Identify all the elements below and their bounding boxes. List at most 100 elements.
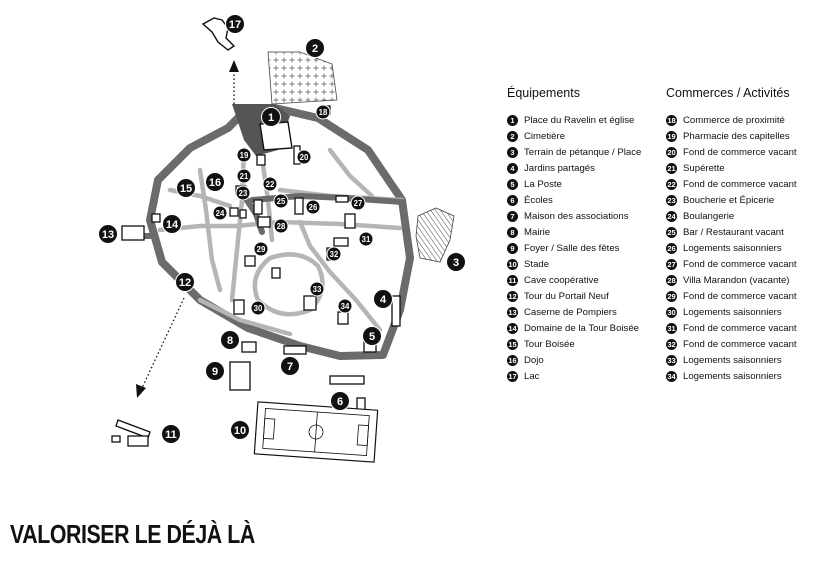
map-marker-1: 1 <box>261 107 281 127</box>
marker-number: 24 <box>216 209 225 218</box>
legend-item-label: Fond de commerce vacant <box>683 146 797 158</box>
legend-item-label: Terrain de pétanque / Place <box>524 146 642 158</box>
legend-item-label: Bar / Restaurant vacant <box>683 226 784 238</box>
marker-circle <box>250 300 266 316</box>
legend-item: 4 Jardins partagés <box>507 160 667 176</box>
legend-item: 14 Domaine de la Tour Boisée <box>507 320 667 336</box>
marker-number: 10 <box>234 425 246 437</box>
marker-circle <box>225 14 245 34</box>
legend-item-label: Foyer / Salle des fêtes <box>524 242 620 254</box>
legend-item-label: Tour du Portail Neuf <box>524 290 609 302</box>
legend-item-label: Fond de commerce vacant <box>683 258 797 270</box>
marker-circle <box>161 424 181 444</box>
marker-number: 17 <box>229 19 241 31</box>
map-marker-20: 20 <box>296 149 312 165</box>
marker-number: 4 <box>380 294 387 306</box>
legend-item: 30 Logements saisonniers <box>666 304 823 320</box>
marker-number: 1 <box>268 112 274 124</box>
legend-commerces-heading: Commerces / Activités <box>666 86 790 100</box>
legend-number-badge: 34 <box>666 370 677 382</box>
legend-number-badge: 24 <box>666 210 677 222</box>
legend-number-badge: 14 <box>507 322 518 334</box>
legend-item-label: Logements saisonniers <box>683 306 782 318</box>
map-marker-27: 27 <box>350 195 366 211</box>
map-marker-26: 26 <box>305 199 321 215</box>
legend-item-label: Cave coopérative <box>524 274 599 286</box>
marker-circle <box>236 168 252 184</box>
marker-number: 18 <box>319 108 328 117</box>
map-marker-9: 9 <box>205 361 225 381</box>
lake-arrow-head <box>229 60 239 72</box>
map-marker-18: 18 <box>315 104 331 120</box>
legend-number-badge: 30 <box>666 306 677 318</box>
legend-number-badge: 11 <box>507 274 518 286</box>
legend-item-label: Commerce de proximité <box>683 114 785 126</box>
legend-number-badge: 13 <box>507 306 518 318</box>
map-marker-31: 31 <box>358 231 374 247</box>
map-marker-3: 3 <box>446 252 466 272</box>
legend-item-label: Logements saisonniers <box>683 242 782 254</box>
map-marker-11: 11 <box>161 424 181 444</box>
legend-item: 8 Mairie <box>507 224 667 240</box>
legend-number-badge: 23 <box>666 194 677 206</box>
legend-number-badge: 31 <box>666 322 677 334</box>
marker-circle <box>305 38 325 58</box>
marker-circle <box>261 107 281 127</box>
legend-number-badge: 2 <box>507 130 518 142</box>
marker-number: 19 <box>240 151 249 160</box>
marker-circle <box>273 218 289 234</box>
marker-circle <box>262 176 278 192</box>
marker-number: 28 <box>277 222 286 231</box>
marker-circle <box>330 391 350 411</box>
legend-item-label: Jardins partagés <box>524 162 595 174</box>
marker-number: 16 <box>209 177 221 189</box>
marker-circle <box>236 147 252 163</box>
marker-circle <box>176 178 196 198</box>
legend-number-badge: 32 <box>666 338 677 350</box>
marker-circle <box>235 185 251 201</box>
legend-number-badge: 8 <box>507 226 518 238</box>
legend-number-badge: 33 <box>666 354 677 366</box>
marker-circle <box>175 272 195 292</box>
legend-equipements-heading: Équipements <box>507 86 580 100</box>
marker-number: 21 <box>240 172 249 181</box>
marker-circle <box>373 289 393 309</box>
legend-item-label: Mairie <box>524 226 551 238</box>
marker-number: 32 <box>330 250 339 259</box>
map-marker-32: 32 <box>326 246 342 262</box>
map-marker-19: 19 <box>236 147 252 163</box>
legend-item-label: Fond de commerce vacant <box>683 338 797 350</box>
church-block <box>259 121 293 151</box>
marker-number: 23 <box>239 189 248 198</box>
map-marker-29: 29 <box>253 241 269 257</box>
marker-circle <box>337 298 353 314</box>
marker-number: 7 <box>287 361 293 373</box>
marker-circle <box>350 195 366 211</box>
legend-number-badge: 4 <box>507 162 518 174</box>
marker-circle <box>315 104 331 120</box>
petanque-area <box>415 207 455 263</box>
map-marker-6: 6 <box>330 391 350 411</box>
marker-number: 15 <box>180 183 192 195</box>
marker-circle <box>220 330 240 350</box>
marker-number: 22 <box>266 180 275 189</box>
map-marker-23: 23 <box>235 185 251 201</box>
marker-number: 29 <box>257 245 266 254</box>
legend-item-label: Domaine de la Tour Boisée <box>524 322 640 334</box>
map-marker-16: 16 <box>205 172 225 192</box>
marker-number: 27 <box>354 199 363 208</box>
legend-item-label: Écoles <box>524 194 553 206</box>
